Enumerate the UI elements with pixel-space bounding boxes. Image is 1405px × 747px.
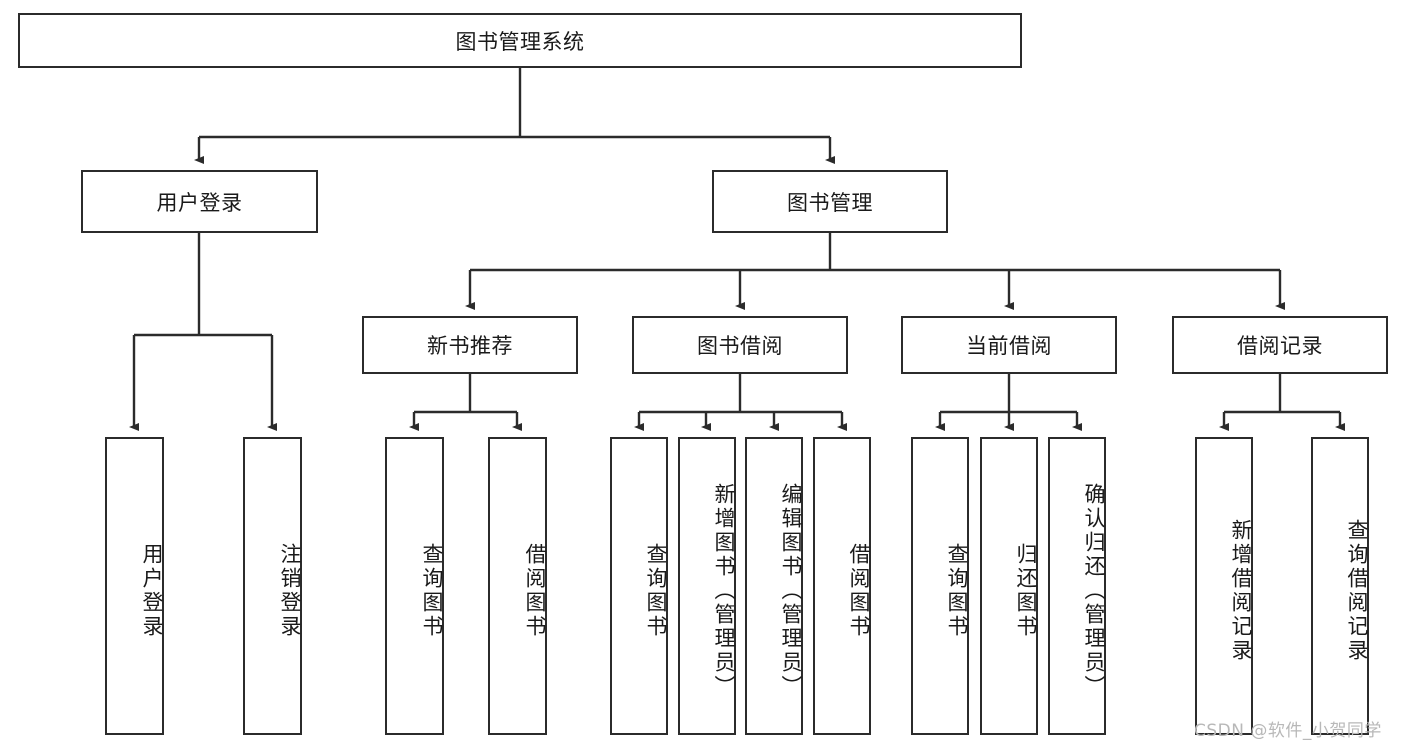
csdn-watermark: CSDN @软件_小贺同学 (1194, 716, 1382, 741)
leaf-current-borrow-confirm-return-admin[interactable]: 确认归还（管理员） (1048, 437, 1106, 735)
node-label: 图书管理 (787, 190, 873, 215)
node-book-management[interactable]: 图书管理 (712, 170, 948, 233)
node-label: 归还图书 (1014, 543, 1038, 639)
node-new-book-recommend[interactable]: 新书推荐 (362, 316, 578, 374)
node-label: 借阅图书 (847, 543, 871, 639)
node-label: 查询图书 (420, 543, 444, 639)
node-label: 新增图书（管理员） (712, 483, 736, 699)
node-label: 查询图书 (644, 543, 668, 639)
node-borrow-record[interactable]: 借阅记录 (1172, 316, 1388, 374)
leaf-current-borrow-return-book[interactable]: 归还图书 (980, 437, 1038, 735)
leaf-user-login-login[interactable]: 用户登录 (105, 437, 164, 735)
node-label: 用户登录 (156, 190, 243, 215)
node-label: 当前借阅 (966, 334, 1052, 358)
node-label: 用户登录 (140, 543, 164, 639)
node-user-login[interactable]: 用户登录 (81, 170, 318, 233)
leaf-user-login-logout[interactable]: 注销登录 (243, 437, 302, 735)
leaf-book-borrow-borrow-book[interactable]: 借阅图书 (813, 437, 871, 735)
node-label: 编辑图书（管理员） (779, 483, 803, 699)
node-label: 新书推荐 (427, 334, 513, 358)
node-current-borrow[interactable]: 当前借阅 (901, 316, 1117, 374)
leaf-book-borrow-query-book[interactable]: 查询图书 (610, 437, 668, 735)
leaf-new-book-borrow-book[interactable]: 借阅图书 (488, 437, 547, 735)
node-label: 图书借阅 (697, 334, 783, 358)
node-label: 查询借阅记录 (1345, 519, 1369, 663)
node-label: 新增借阅记录 (1229, 519, 1253, 663)
watermark-text: CSDN @软件_小贺同学 (1194, 721, 1382, 741)
node-label: 借阅图书 (523, 543, 547, 639)
node-label: 确认归还（管理员） (1082, 483, 1106, 699)
node-root-book-management-system[interactable]: 图书管理系统 (18, 13, 1022, 68)
leaf-new-book-query-book[interactable]: 查询图书 (385, 437, 444, 735)
node-label: 图书管理系统 (455, 29, 585, 54)
leaf-book-borrow-edit-book-admin[interactable]: 编辑图书（管理员） (745, 437, 803, 735)
node-label: 借阅记录 (1237, 334, 1323, 358)
node-book-borrow[interactable]: 图书借阅 (632, 316, 848, 374)
leaf-borrow-record-query-record[interactable]: 查询借阅记录 (1311, 437, 1369, 735)
node-label: 注销登录 (278, 543, 302, 639)
leaf-current-borrow-query-book[interactable]: 查询图书 (911, 437, 969, 735)
leaf-borrow-record-add-record[interactable]: 新增借阅记录 (1195, 437, 1253, 735)
leaf-book-borrow-add-book-admin[interactable]: 新增图书（管理员） (678, 437, 736, 735)
node-label: 查询图书 (945, 543, 969, 639)
